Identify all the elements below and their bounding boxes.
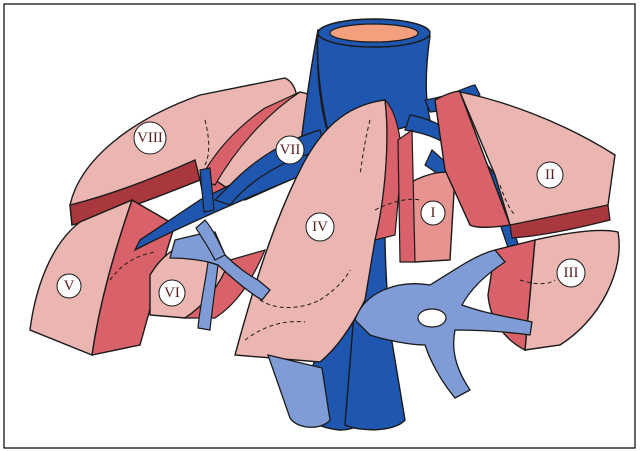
portal-vein-gap (418, 309, 446, 327)
segment-label-i: I (421, 201, 445, 225)
segment-i-side (398, 130, 415, 262)
svg-text:I: I (431, 205, 436, 221)
segment-label-iii: III (557, 259, 585, 287)
segment-label-iv: IV (306, 213, 334, 241)
svg-text:II: II (545, 167, 555, 183)
svg-text:IV: IV (312, 219, 328, 235)
segment-label-v: V (57, 274, 81, 298)
svg-text:VI: VI (164, 285, 180, 301)
vena-cava-lumen-inner (330, 24, 418, 42)
svg-text:III: III (564, 265, 579, 281)
svg-text:V: V (64, 278, 75, 294)
segment-label-vi: VI (159, 280, 185, 306)
segment-label-ii: II (537, 162, 563, 188)
segment-label-viii: VIII (134, 122, 166, 154)
svg-text:VII: VII (280, 142, 301, 158)
segment-label-vii: VII (276, 136, 304, 164)
svg-text:VIII: VIII (137, 130, 163, 146)
